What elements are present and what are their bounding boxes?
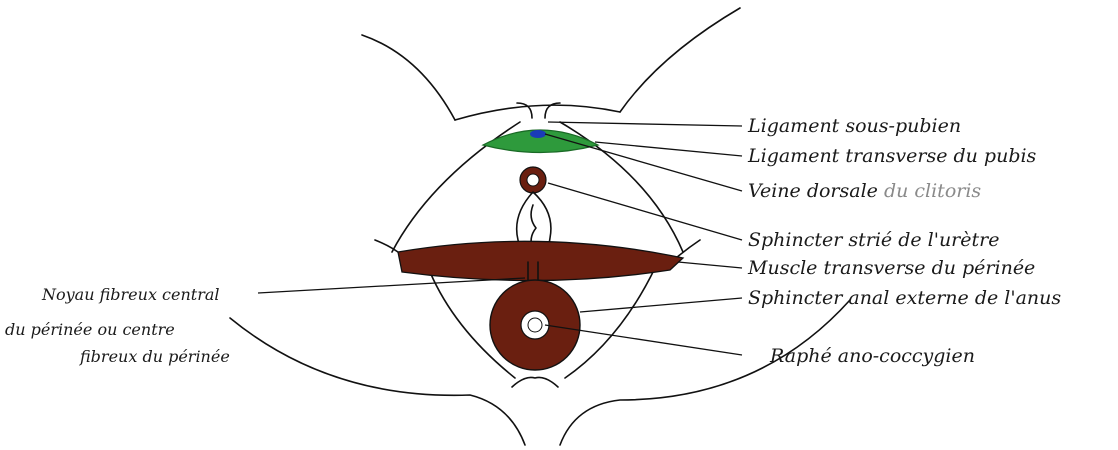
urethra-lumen [527,174,539,186]
label-sphincter-anal: Sphincter anal externe de l'anus [748,287,1061,309]
left-thigh-outline [362,35,455,120]
coccyx-tip [512,377,558,387]
label-ligament-transverse: Ligament transverse du pubis [747,145,1037,167]
symphysis-bracket-left [517,103,532,118]
label-noyau-line3: fibreux du périnée [79,347,230,366]
left-buttock-outline [230,318,525,445]
right-thigh-outline [620,8,740,112]
label-sphincter-urethre: Sphincter strié de l'urètre [748,229,999,251]
label-raphe: Raphé ano-coccygien [769,345,975,367]
dorsal-vein-spot [530,130,546,138]
label-muscle-transverse: Muscle transverse du périnée [747,257,1035,279]
right-buttock-outline [560,300,850,445]
label-veine-dorsale-suffix: du clitoris [884,180,981,202]
label-veine-dorsale: Veine dorsale du clitoris [748,180,981,202]
anal-canal [521,311,549,339]
label-noyau-line1: Noyau fibreux central [41,285,220,304]
transverse-perineal-muscle [398,241,683,280]
label-noyau-line2: du périnée ou centre [5,320,175,339]
label-veine-dorsale-main: Veine dorsale [748,180,884,202]
label-ligament-sous-pubien: Ligament sous-pubien [747,115,961,137]
pubic-arch-top [455,105,620,120]
